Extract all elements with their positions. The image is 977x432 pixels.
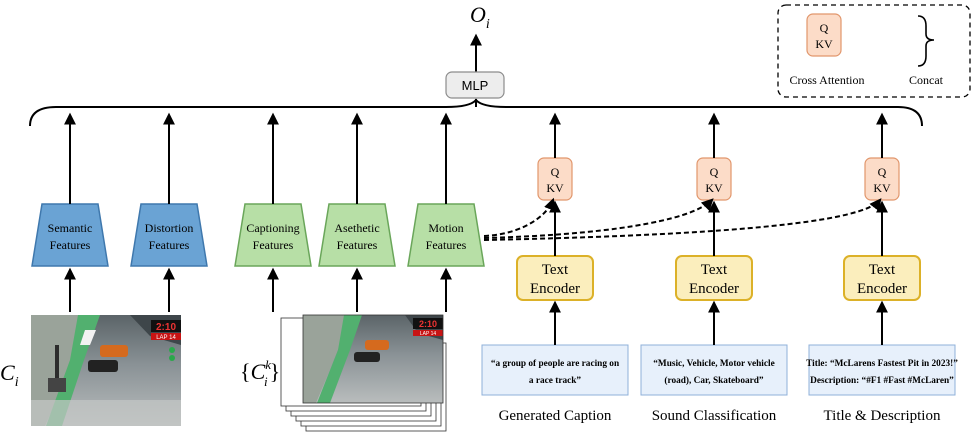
frame-image: 2:10 LAP 14 xyxy=(31,315,181,426)
semantic-features-label-line2: Features xyxy=(50,238,91,252)
legend-qkv-box xyxy=(806,13,842,57)
frame-lap-overlay: LAP 14 xyxy=(156,335,176,341)
legend-cross-attention-label: Cross Attention xyxy=(789,73,864,87)
clip-lap-overlay: LAP 14 xyxy=(420,331,437,337)
title-kv-label: KV xyxy=(873,181,891,195)
caption-encoder-label-line2: Encoder xyxy=(530,281,580,297)
clip-score-overlay: 2:10 xyxy=(419,319,437,329)
caption-text-line: “a group of people are racing on xyxy=(491,358,620,369)
frame-input-symbol: Ci xyxy=(0,360,19,390)
sound-cross-attention-block: Q KV xyxy=(696,157,732,201)
title-encoder-label-line1: Text xyxy=(869,262,896,278)
title-text-input-box: Title: “McLarens Fastest Pit in 2023!” De… xyxy=(806,344,958,396)
distortion-features-label-line1: Distortion xyxy=(145,221,194,235)
legend-concat-label: Concat xyxy=(909,73,944,87)
distortion-features-label-line2: Features xyxy=(149,238,190,252)
legend: Q KV Cross Attention Concat xyxy=(777,4,971,98)
concat-brace xyxy=(29,98,923,127)
semantic-features-label-line1: Semantic xyxy=(48,221,93,235)
caption-branch-label: Generated Caption xyxy=(499,408,612,424)
aesthetic-features-label-line1: Asethetic xyxy=(334,221,379,235)
caption-kv-label: KV xyxy=(546,181,564,195)
motion-features-label-line1: Motion xyxy=(428,221,463,235)
svg-text:KV: KV xyxy=(815,37,833,51)
frame-score-overlay: 2:10 xyxy=(156,322,176,333)
caption-q-label: Q xyxy=(551,165,560,179)
motion-features-label-line2: Features xyxy=(426,238,467,252)
mlp-block: MLP xyxy=(445,71,505,99)
title-q-label: Q xyxy=(878,165,887,179)
title-text-line: Title: “McLarens Fastest Pit in 2023!” xyxy=(806,358,958,369)
sound-encoder-label-line2: Encoder xyxy=(689,281,739,297)
sound-kv-label: KV xyxy=(705,181,723,195)
title-cross-attention-block: Q KV xyxy=(864,157,900,201)
clip-stack-top-frame: 2:10 LAP 14 xyxy=(302,314,444,404)
caption-cross-attention-block: Q KV xyxy=(537,157,573,201)
motion-to-kv-connections xyxy=(483,197,882,241)
mlp-label: MLP xyxy=(462,78,489,93)
captioning-features-label-line2: Features xyxy=(253,238,294,252)
caption-encoder-label-line1: Text xyxy=(542,262,569,278)
sound-text-line: “Music, Vehicle, Motor vehicle xyxy=(653,358,774,369)
sound-q-label: Q xyxy=(710,165,719,179)
title-text-line: Description: “#F1 #Fast #McLaren” xyxy=(810,375,954,386)
sound-text-input-box: “Music, Vehicle, Motor vehicle (road), Ca… xyxy=(640,344,788,396)
legend-concat-brace-icon xyxy=(917,15,935,67)
title-branch-label: Title & Description xyxy=(824,408,941,424)
sound-branch-label: Sound Classification xyxy=(652,408,777,424)
output-symbol: Oi xyxy=(470,2,490,32)
title-encoder-label-line2: Encoder xyxy=(857,281,907,297)
captioning-features-label-line1: Captioning xyxy=(246,221,299,235)
caption-text-line: a race track” xyxy=(529,376,581,386)
caption-text-input-box: “a group of people are racing on a race t… xyxy=(481,344,629,396)
visual-features: SemanticFeaturesDistortionFeaturesCaptio… xyxy=(31,112,485,312)
sound-encoder-label-line1: Text xyxy=(701,262,728,278)
aesthetic-features-label-line2: Features xyxy=(337,238,378,252)
sound-text-line: (road), Car, Skateboard” xyxy=(664,375,764,386)
svg-text:Q: Q xyxy=(820,21,829,35)
